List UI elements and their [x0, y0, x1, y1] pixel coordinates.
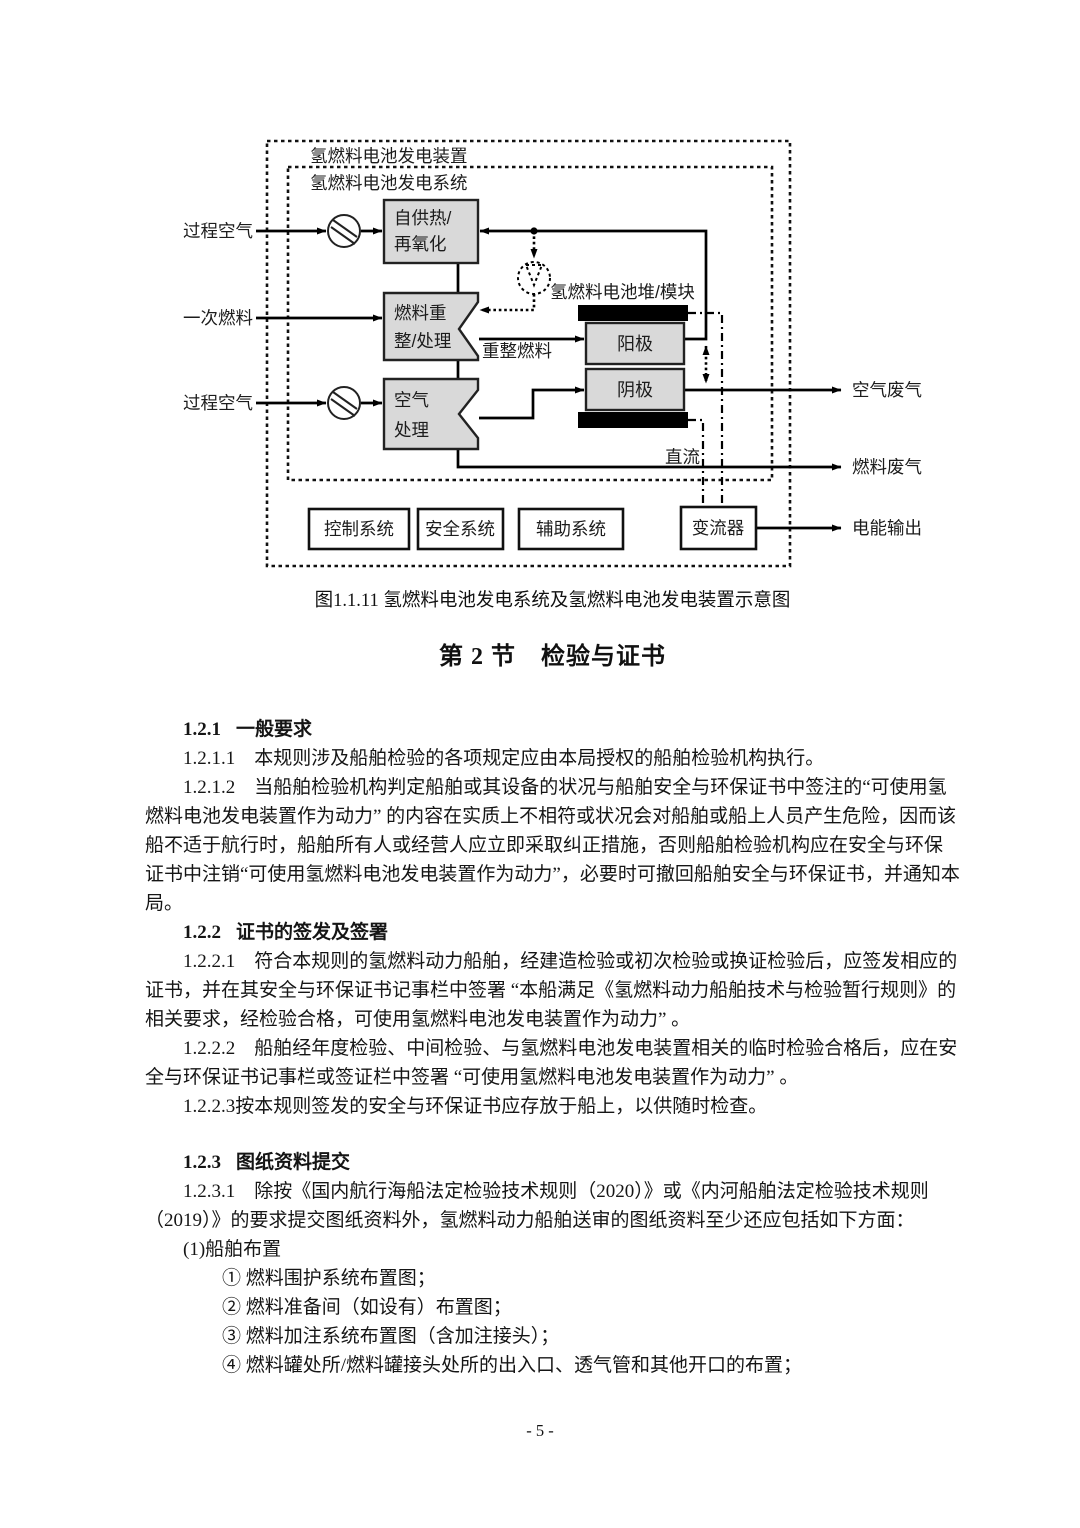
valve-icon	[517, 261, 551, 295]
input-process-air-bottom-label: 过程空气	[183, 393, 253, 413]
fuel-reformer-box: 燃料重 整/处理	[382, 291, 480, 362]
safety-system-box: 安全系统	[416, 507, 505, 551]
safety-system-label: 安全系统	[425, 519, 495, 539]
air-processing-box: 空气 处理	[382, 377, 480, 451]
self-heating-label-1: 自供热/	[394, 208, 451, 228]
output-air-exhaust-label: 空气废气	[852, 380, 922, 400]
blower-icon-bottom	[327, 386, 361, 420]
flow-lines	[256, 227, 842, 532]
power-system-enclosure: 氢燃料电池发电系统	[286, 165, 774, 482]
list-item: ① 燃料围护系统布置图；	[222, 1268, 436, 1289]
subsection-number: 1.2.2	[183, 922, 221, 943]
list-item: ④ 燃料罐处所/燃料罐接头处所的出入口、透气管和其他开口的布置；	[222, 1355, 803, 1376]
subsection-heading-121: 1.2.1 一般要求	[145, 715, 961, 744]
inner-enclosure-label: 氢燃料电池发电系统	[310, 173, 468, 193]
output-power-label: 电能输出	[852, 518, 922, 538]
subsection-number: 1.2.3	[183, 1152, 221, 1173]
air-processing-label-1: 空气	[394, 390, 429, 410]
output-fuel-exhaust-label: 燃料废气	[852, 457, 922, 477]
subsection-heading-122: 1.2.2 证书的签发及签署	[145, 918, 961, 947]
fuel-reformer-label-2: 整/处理	[394, 331, 451, 351]
list-item: ③ 燃料加注系统布置图（含加注接头）；	[222, 1326, 560, 1347]
auxiliary-system-box: 辅助系统	[517, 507, 625, 551]
paragraph-1212: 1.2.1.2 当船舶检验机构判定船舶或其设备的状况与船舶安全与环保证书中签注的…	[145, 777, 960, 914]
list-intro: (1)船舶布置	[183, 1239, 282, 1260]
self-heating-box: 自供热/ 再氧化	[382, 198, 480, 265]
control-system-box: 控制系统	[307, 507, 411, 551]
paragraph-1222: 1.2.2.2 船舶经年度检验、中间检验、与氢燃料电池发电装置相关的临时检验合格…	[145, 1038, 958, 1088]
self-heating-label-2: 再氧化	[394, 234, 447, 254]
power-plant-enclosure: 氢燃料电池发电装置	[265, 139, 792, 568]
control-system-label: 控制系统	[324, 519, 394, 539]
paragraph-1223: 1.2.2.3按本规则签发的安全与环保证书应存放于船上，以供随时检查。	[183, 1096, 768, 1117]
outer-enclosure-label: 氢燃料电池发电装置	[310, 146, 468, 166]
subsection-title: 一般要求	[236, 719, 313, 740]
input-primary-fuel-label: 一次燃料	[183, 308, 253, 328]
subsection-title: 证书的签发及签署	[236, 922, 389, 943]
section-heading: 第 2 节 检验与证书	[439, 644, 666, 670]
subsection-title: 图纸资料提交	[236, 1152, 351, 1173]
anode-label: 阳极	[617, 334, 653, 354]
body-text: 1.2.1 一般要求 1.2.1.1 本规则涉及船舶检验的各项规定应由本局授权的船…	[145, 715, 961, 1380]
figure-caption: 图1.1.11 氢燃料电池发电系统及氢燃料电池发电装置示意图	[314, 591, 791, 611]
page-number: - 5 -	[526, 1421, 554, 1440]
auxiliary-system-label: 辅助系统	[536, 519, 606, 539]
fuel-cell-diagram: 氢燃料电池发电装置 氢燃料电池发电系统 过程空气 一次燃料 过程空气	[183, 139, 922, 568]
fuel-reformer-label-1: 燃料重	[394, 303, 447, 323]
subsection-heading-123: 1.2.3 图纸资料提交	[145, 1148, 961, 1177]
dc-lines: 直流	[665, 311, 724, 507]
subsection-number: 1.2.1	[183, 719, 221, 740]
air-processing-label-2: 处理	[394, 420, 429, 440]
recycle-branch	[479, 231, 710, 384]
dc-label: 直流	[665, 447, 700, 467]
list-item: ② 燃料准备间（如设有）布置图；	[222, 1297, 512, 1318]
stack-label: 氢燃料电池堆/模块	[550, 282, 695, 302]
input-process-air-top-label: 过程空气	[183, 221, 253, 241]
cathode-label: 阴极	[617, 380, 653, 400]
paragraph-1231: 1.2.3.1 除按《国内航行海船法定检验技术规则（2020）》或《内河船舶法定…	[145, 1181, 929, 1231]
paragraph-1221: 1.2.2.1 符合本规则的氢燃料动力船舶，经建造检验或初次检验或换证检验后，应…	[145, 951, 958, 1030]
converter-label: 变流器	[692, 518, 745, 538]
reformed-fuel-label: 重整燃料	[482, 341, 552, 361]
paragraph-1211: 1.2.1.1 本规则涉及船舶检验的各项规定应由本局授权的船舶检验机构执行。	[183, 748, 825, 769]
blower-icon-top	[327, 214, 361, 248]
converter-box: 变流器	[679, 505, 758, 551]
fuel-cell-stack: 氢燃料电池堆/模块 阳极 阴极	[550, 282, 695, 428]
